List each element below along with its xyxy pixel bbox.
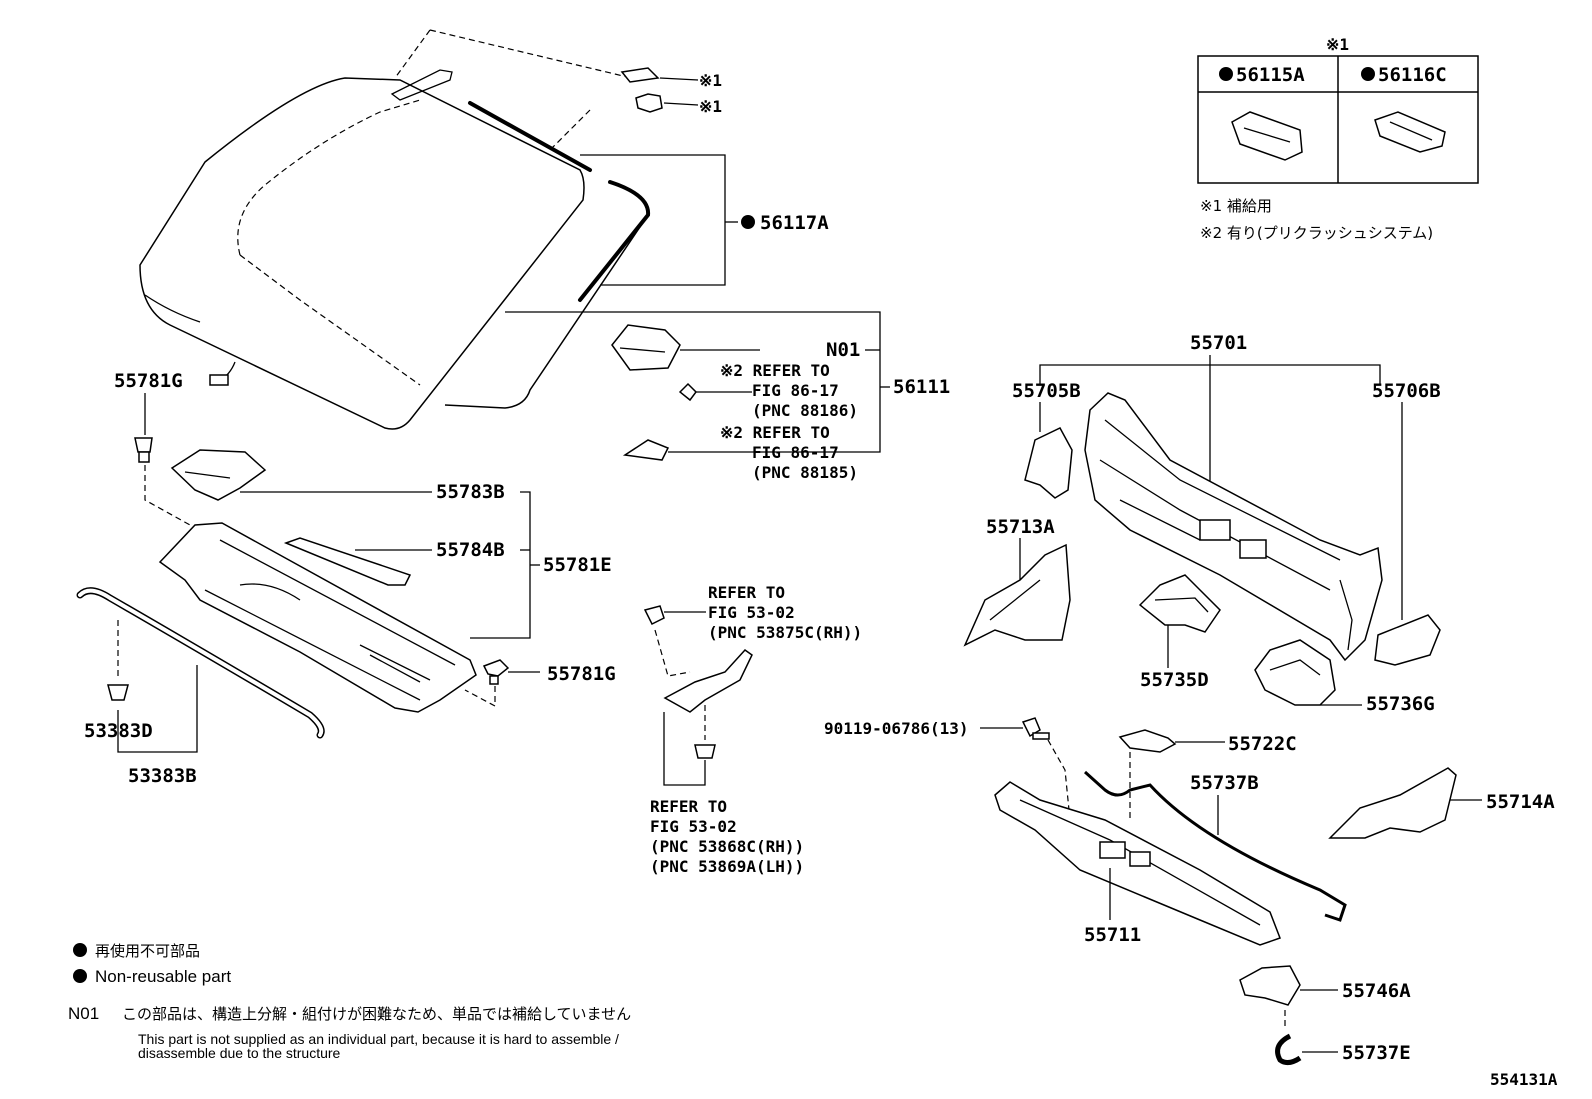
refer-4-line4: (PNC 53869A(LH)) bbox=[650, 857, 804, 876]
clip-supply-2[interactable] bbox=[635, 93, 663, 113]
cowl-panel-55701[interactable] bbox=[1084, 392, 1383, 662]
bracket-55705B[interactable] bbox=[1024, 427, 1073, 499]
seal-55735D[interactable] bbox=[1138, 574, 1221, 633]
part-label-55736G[interactable]: 55736G bbox=[1366, 693, 1435, 715]
cowl-top-ventilator-louver[interactable] bbox=[158, 522, 477, 713]
part-label-55746A[interactable]: 55746A bbox=[1342, 980, 1411, 1002]
clip-56116C-image bbox=[1374, 111, 1446, 153]
refer-3-line3: (PNC 53875C(RH)) bbox=[708, 623, 862, 642]
refer-4-line1: REFER TO bbox=[650, 797, 727, 816]
part-label-55713A[interactable]: 55713A bbox=[986, 516, 1055, 538]
sensor-clip[interactable] bbox=[678, 382, 697, 402]
clip-53383D[interactable] bbox=[107, 684, 129, 701]
clip-53868C[interactable] bbox=[694, 744, 716, 759]
clip-55722C[interactable] bbox=[1118, 729, 1177, 753]
refer-3-line1: REFER TO bbox=[708, 583, 785, 602]
cowl-panel-55711[interactable] bbox=[994, 781, 1281, 946]
legend-jp: 再使用不可部品 bbox=[95, 942, 200, 960]
legend-n01-en1: This part is not supplied as an individu… bbox=[138, 1031, 619, 1047]
legend-en: Non-reusable part bbox=[95, 967, 231, 986]
part-label-55722C[interactable]: 55722C bbox=[1228, 733, 1297, 755]
refer-4-line3: (PNC 53868C(RH)) bbox=[650, 837, 804, 856]
inset-header-mark: ※1 bbox=[1326, 35, 1349, 54]
legend-marker-icon bbox=[73, 943, 87, 957]
part-label-55783B[interactable]: 55783B bbox=[436, 481, 505, 503]
non-reusable-marker-icon bbox=[741, 215, 755, 229]
part-label-55706B[interactable]: 55706B bbox=[1372, 380, 1441, 402]
clip-55737E[interactable] bbox=[1275, 1033, 1302, 1066]
part-label-55737B[interactable]: 55737B bbox=[1190, 772, 1259, 794]
part-label-55711[interactable]: 55711 bbox=[1084, 924, 1141, 946]
fender-seal-bracket[interactable] bbox=[663, 649, 753, 713]
seal-55736G[interactable] bbox=[1254, 639, 1336, 706]
panel-55713A[interactable] bbox=[963, 543, 1071, 647]
legend-marker-icon bbox=[73, 969, 87, 983]
refer-2-line2: FIG 86-17 bbox=[752, 443, 839, 462]
part-label-55737E[interactable]: 55737E bbox=[1342, 1042, 1411, 1064]
refer-1-line3: (PNC 88186) bbox=[752, 401, 858, 420]
refer-3-line2: FIG 53-02 bbox=[708, 603, 795, 622]
clip-55781G-mid[interactable] bbox=[482, 659, 510, 685]
part-label-55735D[interactable]: 55735D bbox=[1140, 669, 1209, 691]
inset-col-56116C[interactable]: 56116C bbox=[1378, 64, 1447, 86]
cowl-seal-55784B[interactable] bbox=[283, 537, 412, 586]
legend-n01-code: N01 bbox=[68, 1004, 99, 1023]
harness-55737B[interactable] bbox=[1083, 770, 1347, 922]
clip-53875C[interactable] bbox=[643, 605, 665, 626]
part-label-55701[interactable]: 55701 bbox=[1190, 332, 1247, 354]
inset-note-1: ※1 補給用 bbox=[1200, 197, 1272, 215]
note-mark-1b: ※1 bbox=[699, 97, 722, 116]
note-mark-1a: ※1 bbox=[699, 71, 722, 90]
hood-seal-53383D[interactable] bbox=[76, 587, 325, 739]
bracket-55746A[interactable] bbox=[1239, 965, 1301, 1006]
clip-supply-1[interactable] bbox=[620, 67, 660, 83]
legend-n01-en2: disassemble due to the structure bbox=[138, 1045, 341, 1061]
sensor-cover[interactable] bbox=[622, 439, 670, 461]
part-label-90119-06786[interactable]: 90119-06786(13) bbox=[824, 719, 969, 738]
refer-2-line3: (PNC 88185) bbox=[752, 463, 858, 482]
refer-2-line1: ※2 REFER TO bbox=[720, 423, 830, 442]
part-label-55781E[interactable]: 55781E bbox=[543, 554, 612, 576]
part-label-53383B[interactable]: 53383B bbox=[128, 765, 197, 787]
part-label-55705B[interactable]: 55705B bbox=[1012, 380, 1081, 402]
part-label-N01[interactable]: N01 bbox=[826, 339, 860, 361]
clip-55781G-top[interactable] bbox=[134, 437, 153, 463]
supply-parts-table bbox=[1197, 55, 1479, 184]
part-label-55781G-mid[interactable]: 55781G bbox=[547, 663, 616, 685]
part-label-56117A[interactable]: 56117A bbox=[760, 212, 829, 234]
refer-1-line1: ※2 REFER TO bbox=[720, 361, 830, 380]
legend-n01-jp: この部品は、構造上分解・組付けが困難なため、単品では補給していません bbox=[122, 1005, 631, 1023]
bracket-55706B[interactable] bbox=[1374, 614, 1441, 666]
part-label-55784B[interactable]: 55784B bbox=[436, 539, 505, 561]
inset-note-2: ※2 有り(プリクラッシュシステム) bbox=[1200, 224, 1433, 242]
cowl-seal-55783B[interactable] bbox=[170, 449, 267, 501]
clip-56115A-image bbox=[1231, 111, 1303, 161]
part-label-53383D[interactable]: 53383D bbox=[84, 720, 153, 742]
refer-1-line2: FIG 86-17 bbox=[752, 381, 839, 400]
windshield-glass[interactable] bbox=[139, 77, 585, 430]
part-label-55781G-top[interactable]: 55781G bbox=[114, 370, 183, 392]
windshield-molding[interactable] bbox=[390, 69, 651, 409]
bolt-90119[interactable] bbox=[1021, 717, 1050, 740]
refer-4-line2: FIG 53-02 bbox=[650, 817, 737, 836]
sensor-bracket[interactable] bbox=[611, 324, 681, 371]
part-label-56111[interactable]: 56111 bbox=[893, 376, 950, 398]
figure-id: 554131A bbox=[1490, 1070, 1558, 1089]
part-label-55714A[interactable]: 55714A bbox=[1486, 791, 1555, 813]
inset-col-56115A[interactable]: 56115A bbox=[1236, 64, 1305, 86]
panel-55714A[interactable] bbox=[1328, 767, 1457, 839]
